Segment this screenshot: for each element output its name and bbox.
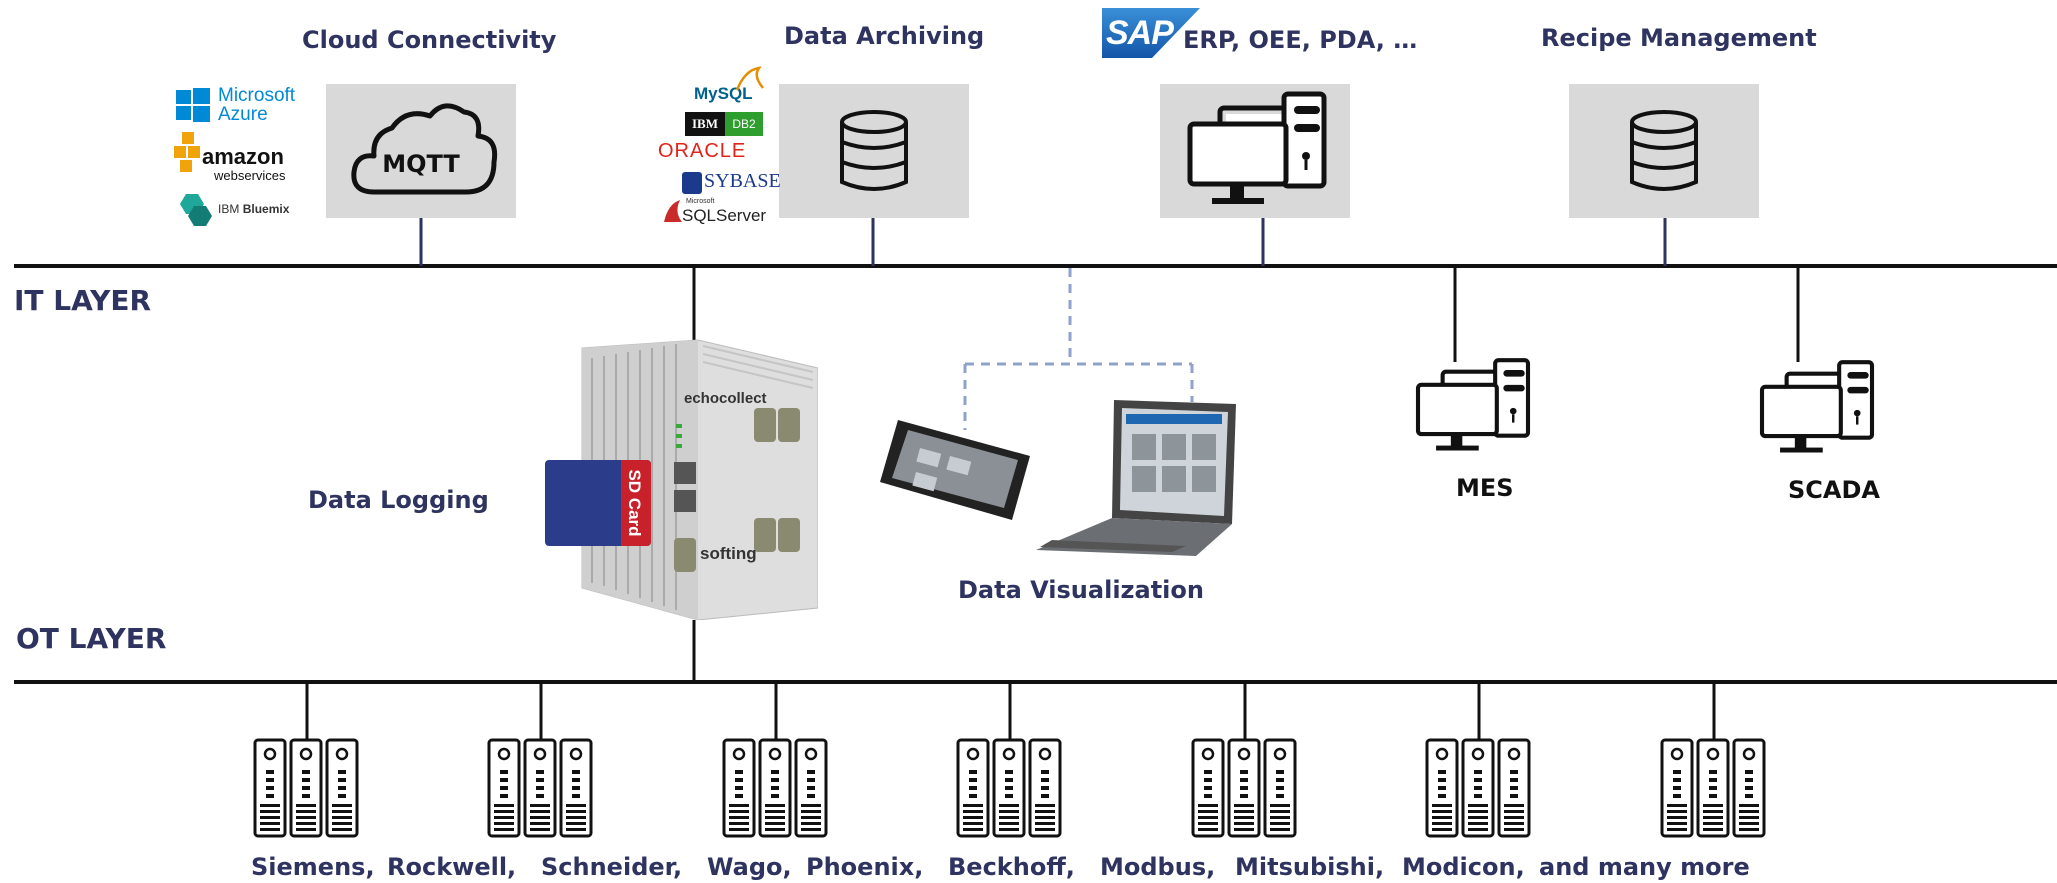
vendor-label: Rockwell, xyxy=(387,853,517,881)
database-icon xyxy=(840,110,908,191)
plc-rack-icon xyxy=(1191,738,1299,838)
dolphin-icon xyxy=(735,66,764,91)
scada-label: SCADA xyxy=(1788,476,1880,504)
workstation-icon xyxy=(1759,360,1875,453)
erp-box xyxy=(1160,84,1350,218)
vendor-label: Wago, xyxy=(707,853,792,881)
vendor-label: Schneider, xyxy=(541,853,683,881)
device-maker-logo: softing xyxy=(700,544,757,563)
plc-rack-icon xyxy=(956,738,1064,838)
plc-rack-icon xyxy=(253,738,361,838)
mes-label: MES xyxy=(1456,474,1514,502)
erp-label: ERP, OEE, PDA, … xyxy=(1183,26,1418,54)
data-logging-label: Data Logging xyxy=(308,486,489,514)
data-visualization-label: Data Visualization xyxy=(958,576,1204,604)
sd-card: SD Card xyxy=(545,460,651,546)
ibm-db2-logo: IBM DB2 xyxy=(685,112,763,136)
vendor-label: and many more xyxy=(1539,853,1750,881)
ot-layer-label: OT LAYER xyxy=(16,622,167,655)
bluemix-hex-icon xyxy=(180,194,212,226)
vendor-label: Siemens, xyxy=(251,853,375,881)
sd-card-label: SD Card xyxy=(625,469,644,537)
plc-rack-icon xyxy=(1660,738,1768,838)
vendor-label: Phoenix, xyxy=(806,853,924,881)
it-layer-label: IT LAYER xyxy=(14,284,152,317)
device-brand: echocollect xyxy=(684,390,767,407)
workstation-icon xyxy=(1415,358,1531,451)
laptop-device xyxy=(1036,400,1236,560)
recipe-management-label: Recipe Management xyxy=(1541,24,1817,52)
oracle-logo: ORACLE xyxy=(658,140,747,162)
cloud-box: MQTT xyxy=(326,84,516,218)
vendor-label: Modbus, xyxy=(1100,853,1216,881)
windows-icon xyxy=(176,88,210,122)
cloud-icon xyxy=(351,103,498,195)
data-archiving-label: Data Archiving xyxy=(784,22,985,50)
vendor-label: Mitsubishi, xyxy=(1235,853,1385,881)
scada-workstation xyxy=(1752,354,1882,464)
sqlserver-icon xyxy=(664,200,682,222)
sap-logo: SAP xyxy=(1102,8,1200,58)
mes-workstation xyxy=(1408,352,1538,462)
database-icon xyxy=(1630,110,1698,191)
tablet-device xyxy=(880,420,1030,520)
archiving-box xyxy=(779,84,969,218)
plc-rack-icon xyxy=(1425,738,1533,838)
vendor-label: Modicon, xyxy=(1402,853,1525,881)
sybase-s-icon xyxy=(682,172,702,194)
mqtt-label: MQTT xyxy=(382,150,460,178)
plc-rack-icon xyxy=(487,738,595,838)
recipe-box xyxy=(1569,84,1759,218)
vendor-label: Beckhoff, xyxy=(948,853,1075,881)
cloud-connectivity-label: Cloud Connectivity xyxy=(302,26,557,54)
visualization-dashed-link xyxy=(963,268,1194,430)
aws-cubes-icon xyxy=(174,132,200,172)
workstation-icon xyxy=(1187,91,1327,204)
plc-rack-icon xyxy=(722,738,830,838)
